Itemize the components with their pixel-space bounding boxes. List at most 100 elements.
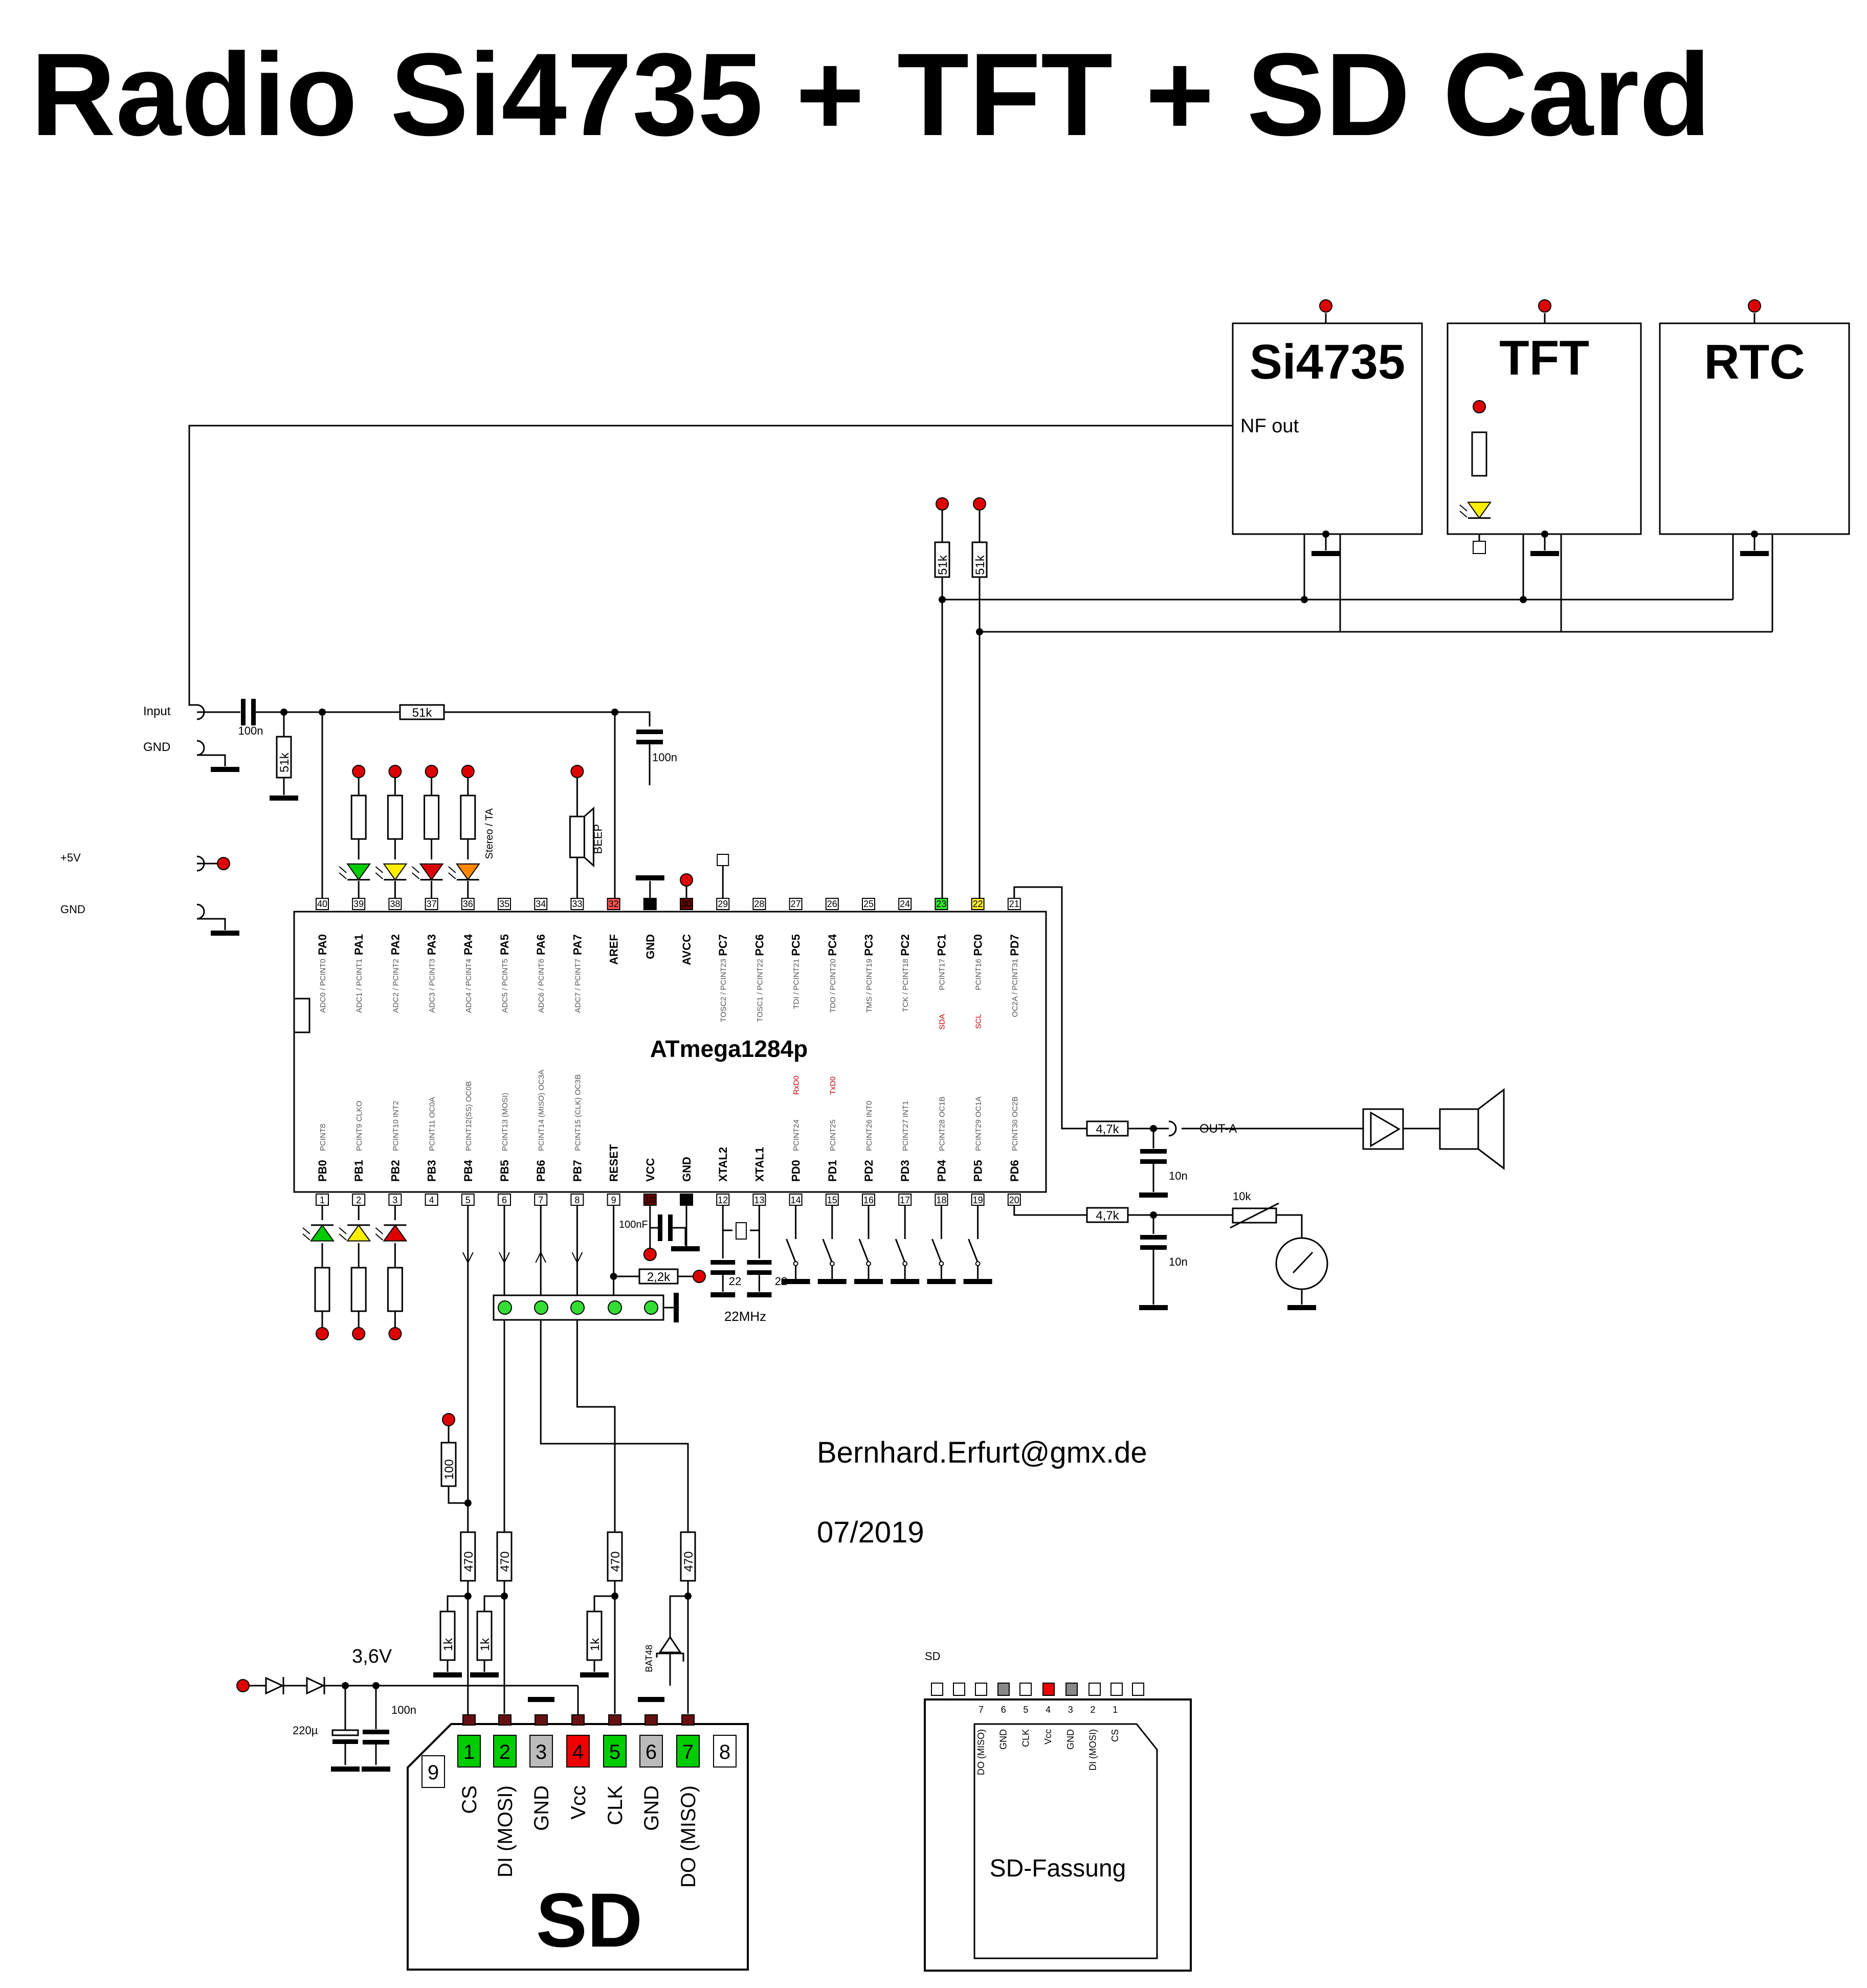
stereo-ta-label: Stereo / TA bbox=[484, 808, 495, 859]
switch-contact bbox=[902, 1261, 908, 1266]
junction-dot bbox=[611, 1593, 618, 1600]
jack-symbol bbox=[196, 740, 205, 756]
mcu-pin-name: PC5 bbox=[790, 934, 803, 956]
supply-terminal bbox=[388, 765, 402, 778]
series-100-resistor-label: 100 bbox=[442, 1459, 456, 1479]
wire bbox=[1276, 1214, 1303, 1238]
mcu-pin-name: PC2 bbox=[899, 934, 912, 956]
isp-pin bbox=[608, 1300, 622, 1315]
ground-symbol bbox=[963, 1279, 992, 1284]
mcu-pin-function: PCINT17 bbox=[938, 959, 946, 990]
wire bbox=[197, 754, 226, 766]
capacitor-plate bbox=[710, 1260, 736, 1265]
level-shift-resistor-label: 470 bbox=[462, 1551, 476, 1572]
sd-pin-5 bbox=[603, 1735, 627, 1768]
cap-220u-label: 220µ bbox=[293, 1724, 318, 1737]
sd-socket-pin-number: 6 bbox=[1001, 1705, 1006, 1715]
sd-socket-pin-number: 2 bbox=[1090, 1705, 1095, 1715]
wire bbox=[671, 1227, 686, 1246]
input-cap-label: 100n bbox=[238, 724, 263, 737]
mcu-pin-number: 20 bbox=[1009, 1195, 1019, 1205]
mcu-pin-18 bbox=[935, 1194, 948, 1206]
sd-socket-contact bbox=[931, 1683, 943, 1696]
led-ray bbox=[411, 872, 420, 879]
mcu-pin-number: 26 bbox=[827, 899, 837, 909]
pull-down-resistor bbox=[476, 1610, 493, 1661]
mcu-pin-number: 7 bbox=[538, 1195, 543, 1205]
mcu-pin-function: PCINT27 INT1 bbox=[901, 1101, 910, 1151]
jack-symbol bbox=[196, 704, 205, 720]
crystal-body bbox=[736, 1222, 747, 1240]
meter-resistor bbox=[1086, 1207, 1129, 1223]
sd-socket-contact bbox=[1019, 1683, 1032, 1696]
junction-dot bbox=[1301, 596, 1308, 603]
xtal-cap2-label: 22 bbox=[775, 1275, 787, 1288]
junction-dot bbox=[319, 709, 326, 716]
mcu-pin-function: ADC2 / PCINT2 bbox=[391, 959, 400, 1013]
mcu-pin-name: PB6 bbox=[535, 1160, 547, 1182]
capacitor-plate bbox=[668, 1214, 673, 1241]
junction-dot bbox=[1150, 1211, 1157, 1219]
mcu-pin-name: AREF bbox=[608, 934, 620, 965]
mcu-pin-1 bbox=[316, 1194, 329, 1206]
capacitor-plate bbox=[636, 730, 663, 734]
mcu-pin-26 bbox=[825, 898, 839, 910]
mcu-pin-24 bbox=[898, 898, 912, 910]
mcu-pin-function: PCINT11 OC0A bbox=[428, 1097, 437, 1151]
mcu-pin-name: PB5 bbox=[498, 1160, 511, 1182]
pull-down-resistor-label: 1k bbox=[588, 1638, 602, 1651]
junction-dot bbox=[939, 596, 946, 603]
sd-pin-number: 8 bbox=[719, 1741, 730, 1763]
mcu-pin-21 bbox=[1007, 898, 1021, 910]
mcu-pin-number: 18 bbox=[936, 1195, 946, 1205]
sd-pin-9 bbox=[421, 1755, 445, 1788]
ground-symbol bbox=[854, 1279, 883, 1284]
page-title: Radio Si4735 + TFT + SD Card bbox=[31, 29, 1711, 160]
mcu-pin-number: 34 bbox=[536, 899, 546, 909]
junction-dot bbox=[684, 1593, 692, 1600]
bottom-led-resistor bbox=[350, 1267, 367, 1312]
junction-dot bbox=[976, 628, 983, 635]
mcu-pin-number: 32 bbox=[609, 899, 619, 909]
mcu-pin-19 bbox=[971, 1194, 985, 1206]
meter-resistor-label: 4,7k bbox=[1096, 1209, 1119, 1223]
wire bbox=[615, 711, 651, 726]
amplifier-triangle bbox=[1370, 1111, 1401, 1147]
mcu-pin-function: PCINT25 bbox=[829, 1119, 837, 1151]
led-symbol bbox=[455, 863, 480, 881]
mcu-pin-function: TDI / PCINT21 bbox=[792, 959, 801, 1009]
led-symbol bbox=[383, 1224, 408, 1242]
mcu-pin-7 bbox=[534, 1194, 548, 1206]
ground-symbol bbox=[747, 1292, 772, 1297]
wires bbox=[188, 313, 1773, 1765]
sd-socket-pin-number: 1 bbox=[1113, 1705, 1118, 1715]
sd-pin-name: GND bbox=[530, 1785, 553, 1831]
wire bbox=[593, 1595, 615, 1611]
switch-blade bbox=[858, 1239, 870, 1263]
i2c-pullup-resistor bbox=[934, 541, 950, 578]
sd-pin-name: CLK bbox=[604, 1785, 627, 1825]
wire bbox=[448, 1486, 468, 1504]
supply-terminal bbox=[1538, 299, 1551, 313]
mcu-pin-number: 10 bbox=[645, 1195, 655, 1205]
mcu-pin-number: 37 bbox=[427, 899, 437, 909]
mcu-pin-number: 28 bbox=[754, 899, 764, 909]
level-shift-resistor-label: 470 bbox=[682, 1551, 696, 1572]
ground-symbol bbox=[781, 1279, 810, 1284]
ground-symbol bbox=[638, 1697, 664, 1702]
sd-pin-name: DO (MISO) bbox=[677, 1785, 700, 1888]
rtc-module bbox=[1659, 322, 1850, 535]
wire bbox=[722, 1205, 732, 1231]
mcu-pin-function: OC2A / PCINT31 bbox=[1011, 959, 1019, 1017]
mcu-pin-13 bbox=[752, 1194, 766, 1206]
sd-pin-name: Vcc bbox=[567, 1785, 590, 1820]
mcu-pin-number: 4 bbox=[429, 1195, 434, 1205]
mcu-pin-name: PA3 bbox=[426, 934, 438, 955]
sd-pin-number: 3 bbox=[536, 1741, 547, 1763]
mcu-pin-name: XTAL1 bbox=[753, 1147, 766, 1182]
supply-terminal bbox=[425, 765, 438, 778]
mcu-pin-name: PB7 bbox=[571, 1160, 584, 1182]
mcu-pin-35 bbox=[498, 898, 511, 910]
beeper-cone bbox=[583, 806, 594, 868]
reset-resistor-label: 2,2k bbox=[647, 1270, 671, 1284]
